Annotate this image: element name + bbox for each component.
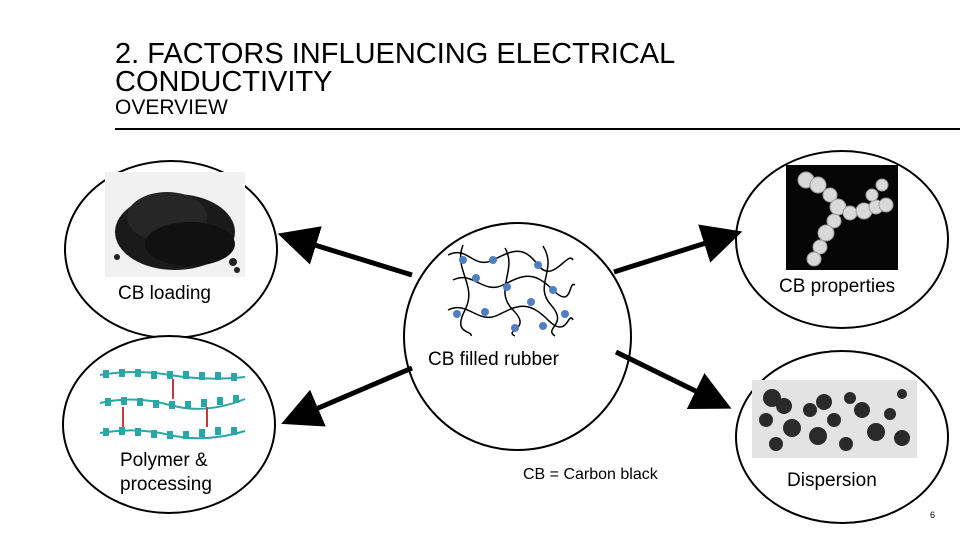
label-cb-properties: CB properties xyxy=(779,276,896,297)
title-divider xyxy=(115,128,960,130)
label-cb-filled-rubber: CB filled rubber xyxy=(428,349,559,370)
label-dispersion: Dispersion xyxy=(787,470,877,491)
dispersion-micrograph-icon xyxy=(752,380,917,458)
page-number: 6 xyxy=(929,510,935,520)
arrow-to-polymer-processing xyxy=(281,365,413,427)
carbon-black-powder-photo-icon xyxy=(105,172,245,277)
label-cb-loading: CB loading xyxy=(118,283,211,304)
footnote-cb-definition: CB = Carbon black xyxy=(523,466,658,483)
slide-title-line1: 2. FACTORS INFLUENCING ELECTRICAL xyxy=(115,38,676,70)
polymer-chains-diagram-icon xyxy=(99,369,246,440)
slide-title-line2: CONDUCTIVITY xyxy=(115,66,333,98)
label-polymer-processing: Polymer & processing xyxy=(120,449,212,497)
cb-aggregate-micrograph-icon xyxy=(786,165,898,270)
rubber-network-diagram-icon xyxy=(447,244,576,337)
arrow-to-dispersion xyxy=(614,349,732,409)
slide-title: 2. FACTORS INFLUENCING ELECTRICAL CONDUC… xyxy=(115,38,676,98)
slide-subtitle: OVERVIEW xyxy=(115,96,228,119)
label-polymer-line1: Polymer & xyxy=(120,450,208,471)
arrow-to-cb-loading xyxy=(277,226,413,278)
circle-cb-filled-rubber xyxy=(403,222,632,451)
label-polymer-line2: processing xyxy=(120,474,212,495)
arrow-to-cb-properties xyxy=(613,224,743,275)
circle-polymer-processing xyxy=(62,335,276,514)
